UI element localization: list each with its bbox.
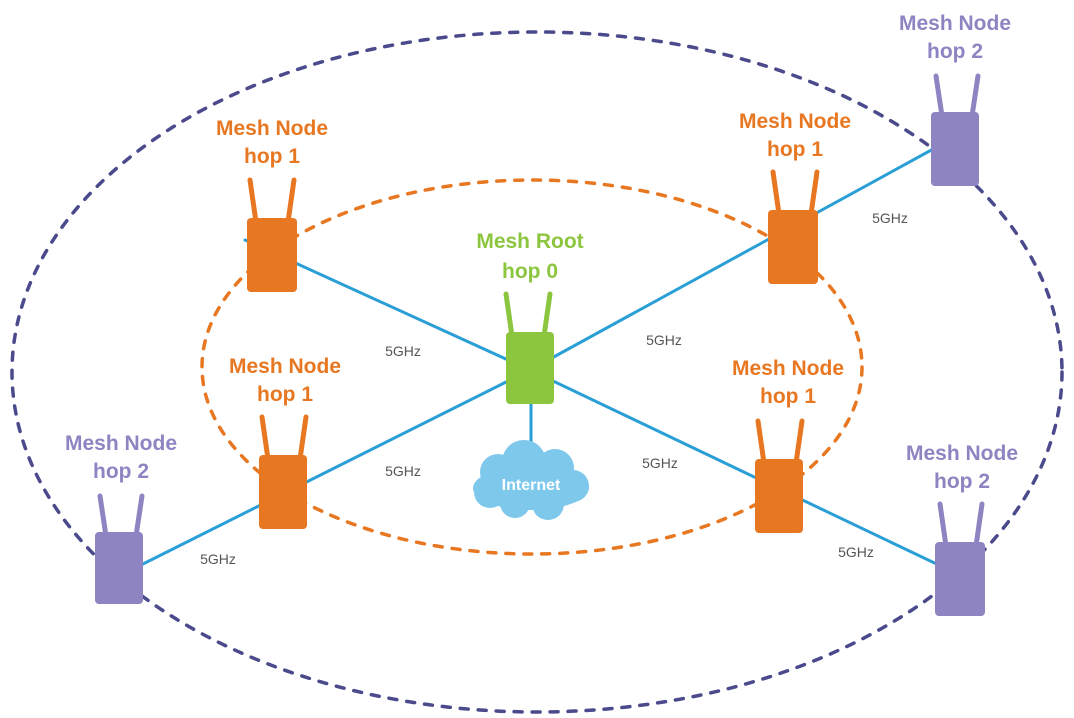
hop1-top-right-hop: hop 1 — [767, 138, 823, 161]
link-label-root-top-right: 5GHz — [646, 332, 682, 348]
mesh-root-hop: hop 0 — [502, 260, 558, 283]
router-icon — [95, 532, 143, 604]
link-label-root-bottom-right: 5GHz — [642, 455, 678, 471]
links — [133, 146, 947, 570]
internet-cloud: Internet — [473, 440, 589, 520]
link-root-top-right — [528, 146, 937, 372]
router-icon — [768, 210, 818, 284]
hop2-top-right-device — [931, 73, 981, 186]
link-label-bottom-left-hop2: 5GHz — [200, 551, 236, 567]
outer-ring-hop2 — [10, 30, 1064, 714]
mesh-root-title: Mesh Root — [476, 230, 583, 253]
hop2-bottom-right-device — [935, 501, 985, 616]
hop1-bottom-left-title: Mesh Node — [229, 355, 341, 378]
hop2-left-hop: hop 2 — [93, 460, 149, 483]
link-label-top-right-hop2: 5GHz — [872, 210, 908, 226]
hop1-bottom-left-device — [259, 414, 309, 529]
hop2-top-right-hop: hop 2 — [927, 40, 983, 63]
hop1-top-left-hop: hop 1 — [244, 145, 300, 168]
hop1-bottom-right-title: Mesh Node — [732, 357, 844, 380]
hop1-top-right-title: Mesh Node — [739, 110, 851, 133]
hop1-bottom-left-hop: hop 1 — [257, 383, 313, 406]
link-root-bottom-left — [133, 368, 532, 570]
link-label-root-top-left: 5GHz — [385, 343, 421, 359]
hop2-bottom-right-title: Mesh Node — [906, 442, 1018, 465]
hop2-left-device — [95, 493, 145, 604]
hop2-left-title: Mesh Node — [65, 432, 177, 455]
hop1-top-left-title: Mesh Node — [216, 117, 328, 140]
router-icon — [931, 112, 979, 186]
hop2-bottom-right-hop: hop 2 — [934, 470, 990, 493]
mesh-root-device — [503, 291, 554, 404]
hop1-bottom-right-device — [755, 418, 805, 533]
hop1-top-left-device — [247, 177, 297, 292]
router-icon — [755, 459, 803, 533]
hop1-bottom-right-hop: hop 1 — [760, 385, 816, 408]
link-root-bottom-right — [528, 368, 947, 570]
hop1-top-right-device — [768, 169, 820, 284]
link-label-bottom-right-hop2: 5GHz — [838, 544, 874, 560]
inner-ring-hop1 — [200, 178, 864, 556]
internet-label: Internet — [502, 477, 561, 494]
router-icon — [247, 218, 297, 292]
link-label-root-bottom-left: 5GHz — [385, 463, 421, 479]
router-icon — [935, 542, 985, 616]
router-icon — [259, 455, 307, 529]
hop2-top-right-title: Mesh Node — [899, 12, 1011, 35]
router-icon — [506, 332, 554, 404]
